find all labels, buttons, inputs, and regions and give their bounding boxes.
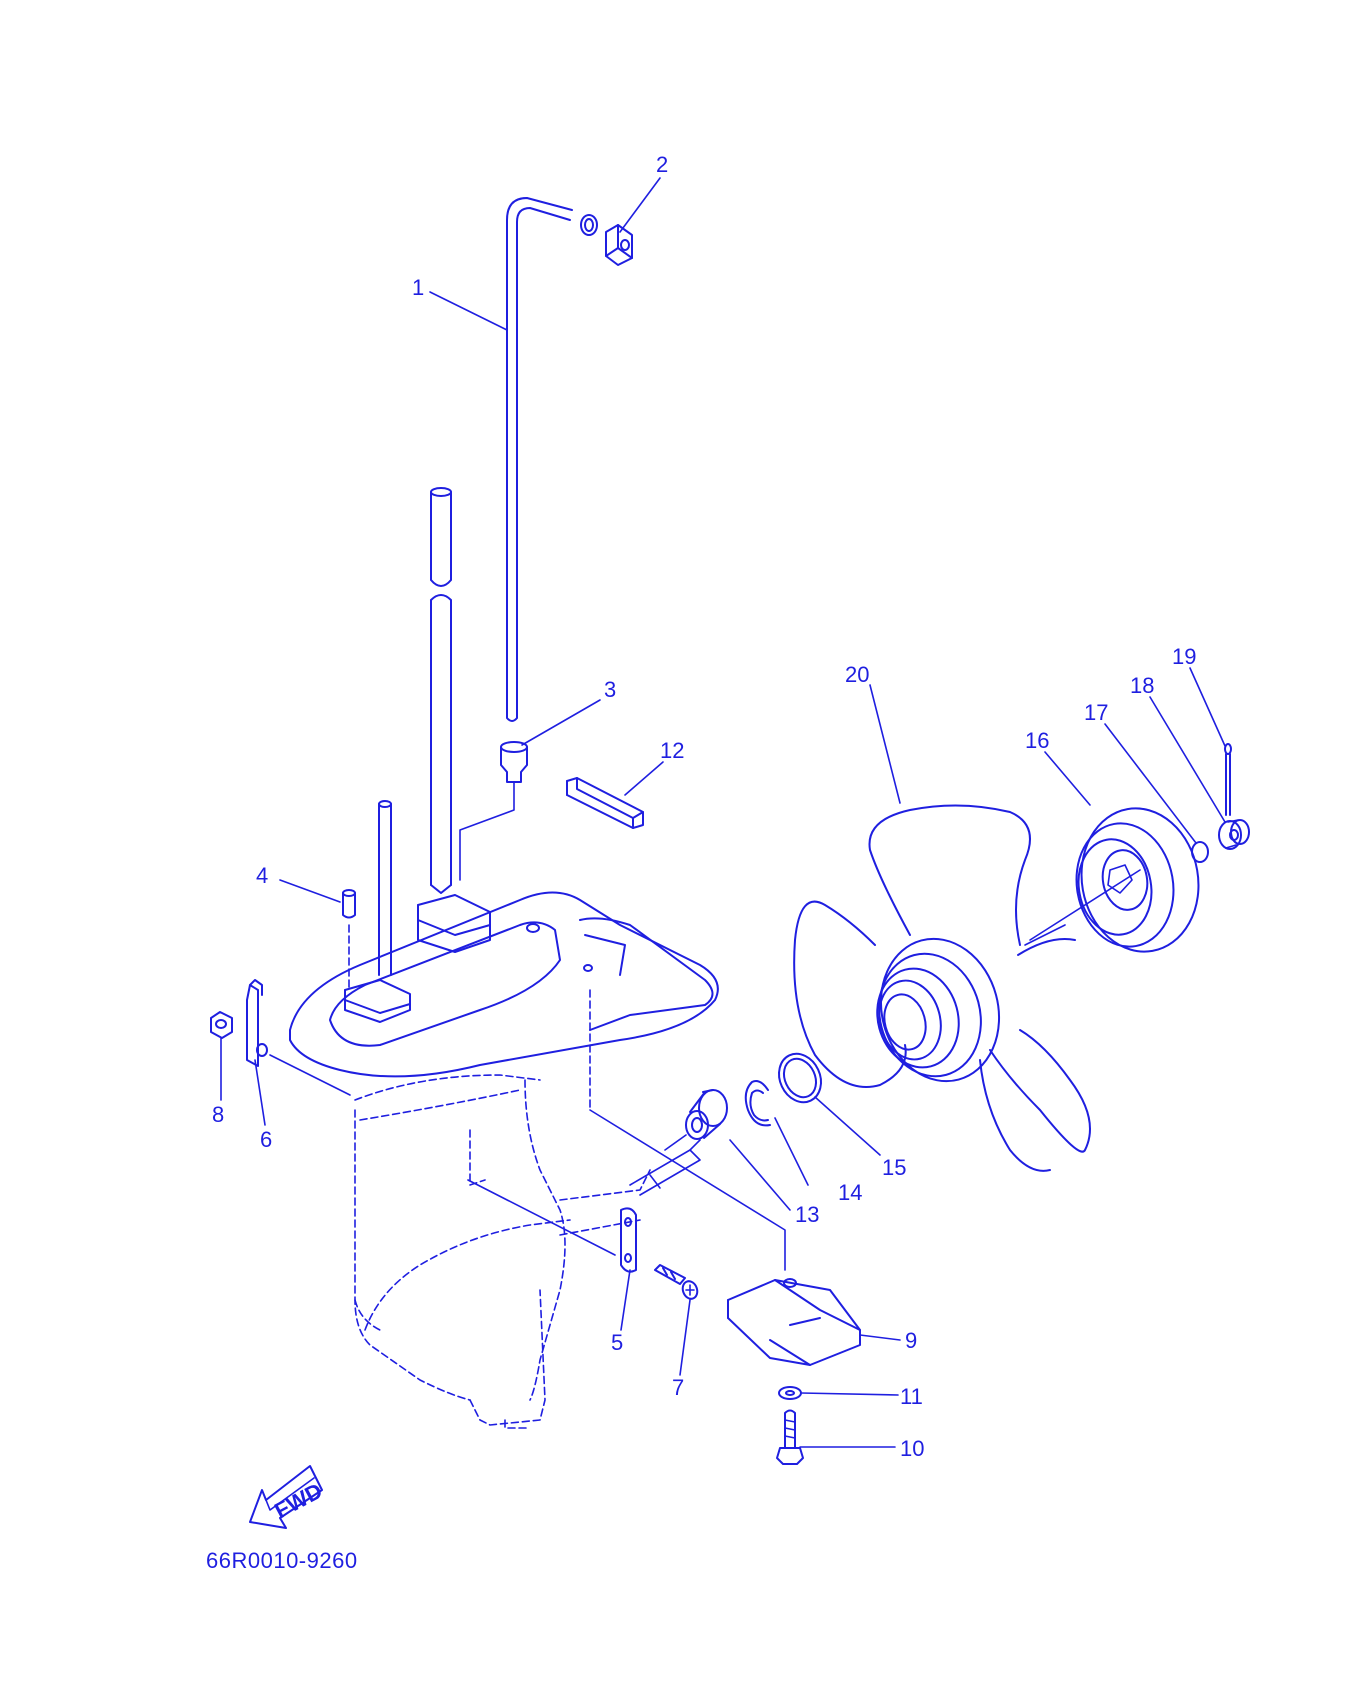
drawing-code: 66R0010-9260 [206, 1548, 358, 1573]
thrust-washer-part-15 [778, 1052, 822, 1104]
water-pipe-part-1 [506, 197, 598, 722]
fwd-arrow-icon: FWD [249, 1465, 326, 1529]
callout-8: 8 [212, 1102, 224, 1127]
callout-9: 9 [905, 1328, 917, 1353]
callout-11: 11 [900, 1384, 923, 1409]
callout-1: 1 [412, 275, 424, 300]
grommet-part-2 [605, 224, 633, 266]
lower-casing [269, 891, 786, 1429]
callout-7: 7 [672, 1375, 684, 1400]
shift-rod [378, 800, 392, 976]
callout-10: 10 [900, 1436, 924, 1461]
callout-12: 12 [660, 738, 684, 763]
leader-lines [220, 177, 1226, 1448]
prop-spacer-part-16 [1029, 807, 1200, 953]
callout-16: 16 [1025, 728, 1049, 753]
prop-nut-part-18 [1218, 819, 1250, 850]
callout-17: 17 [1084, 700, 1108, 725]
bolt-part-10 [776, 1409, 804, 1465]
callout-14: 14 [838, 1180, 862, 1205]
pipe-seal-part-3 [459, 741, 528, 881]
callout-20: 20 [845, 662, 869, 687]
circlip-part-14 [744, 1080, 771, 1127]
callout-15: 15 [882, 1155, 906, 1180]
callout-19: 19 [1172, 644, 1196, 669]
callout-6: 6 [260, 1127, 272, 1152]
callout-labels: 1 2 3 4 5 6 7 8 9 10 11 12 13 14 15 16 1… [212, 152, 1196, 1461]
dowel-pin-part-4 [342, 889, 356, 991]
washer-part-17 [1191, 841, 1209, 863]
callout-13: 13 [795, 1202, 819, 1227]
spacer-part-13 [664, 1089, 728, 1151]
propeller-shaft [629, 1139, 701, 1196]
cotter-pin-part-19 [1224, 743, 1232, 816]
callout-3: 3 [604, 677, 616, 702]
nut-part-8 [210, 1011, 233, 1039]
fwd-label: FWD [270, 1478, 326, 1524]
drive-shaft [430, 487, 452, 894]
clip-part-6 [246, 979, 268, 1067]
callout-18: 18 [1130, 673, 1154, 698]
callout-2: 2 [656, 152, 668, 177]
anode-part-9 [727, 1278, 861, 1366]
callout-4: 4 [256, 863, 268, 888]
propeller-part-20 [793, 804, 1091, 1172]
screw-part-7 [654, 1264, 699, 1300]
plate-part-12 [566, 777, 644, 829]
callout-5: 5 [611, 1330, 623, 1355]
anode-part-5 [467, 1179, 637, 1273]
washer-part-11 [778, 1386, 802, 1400]
